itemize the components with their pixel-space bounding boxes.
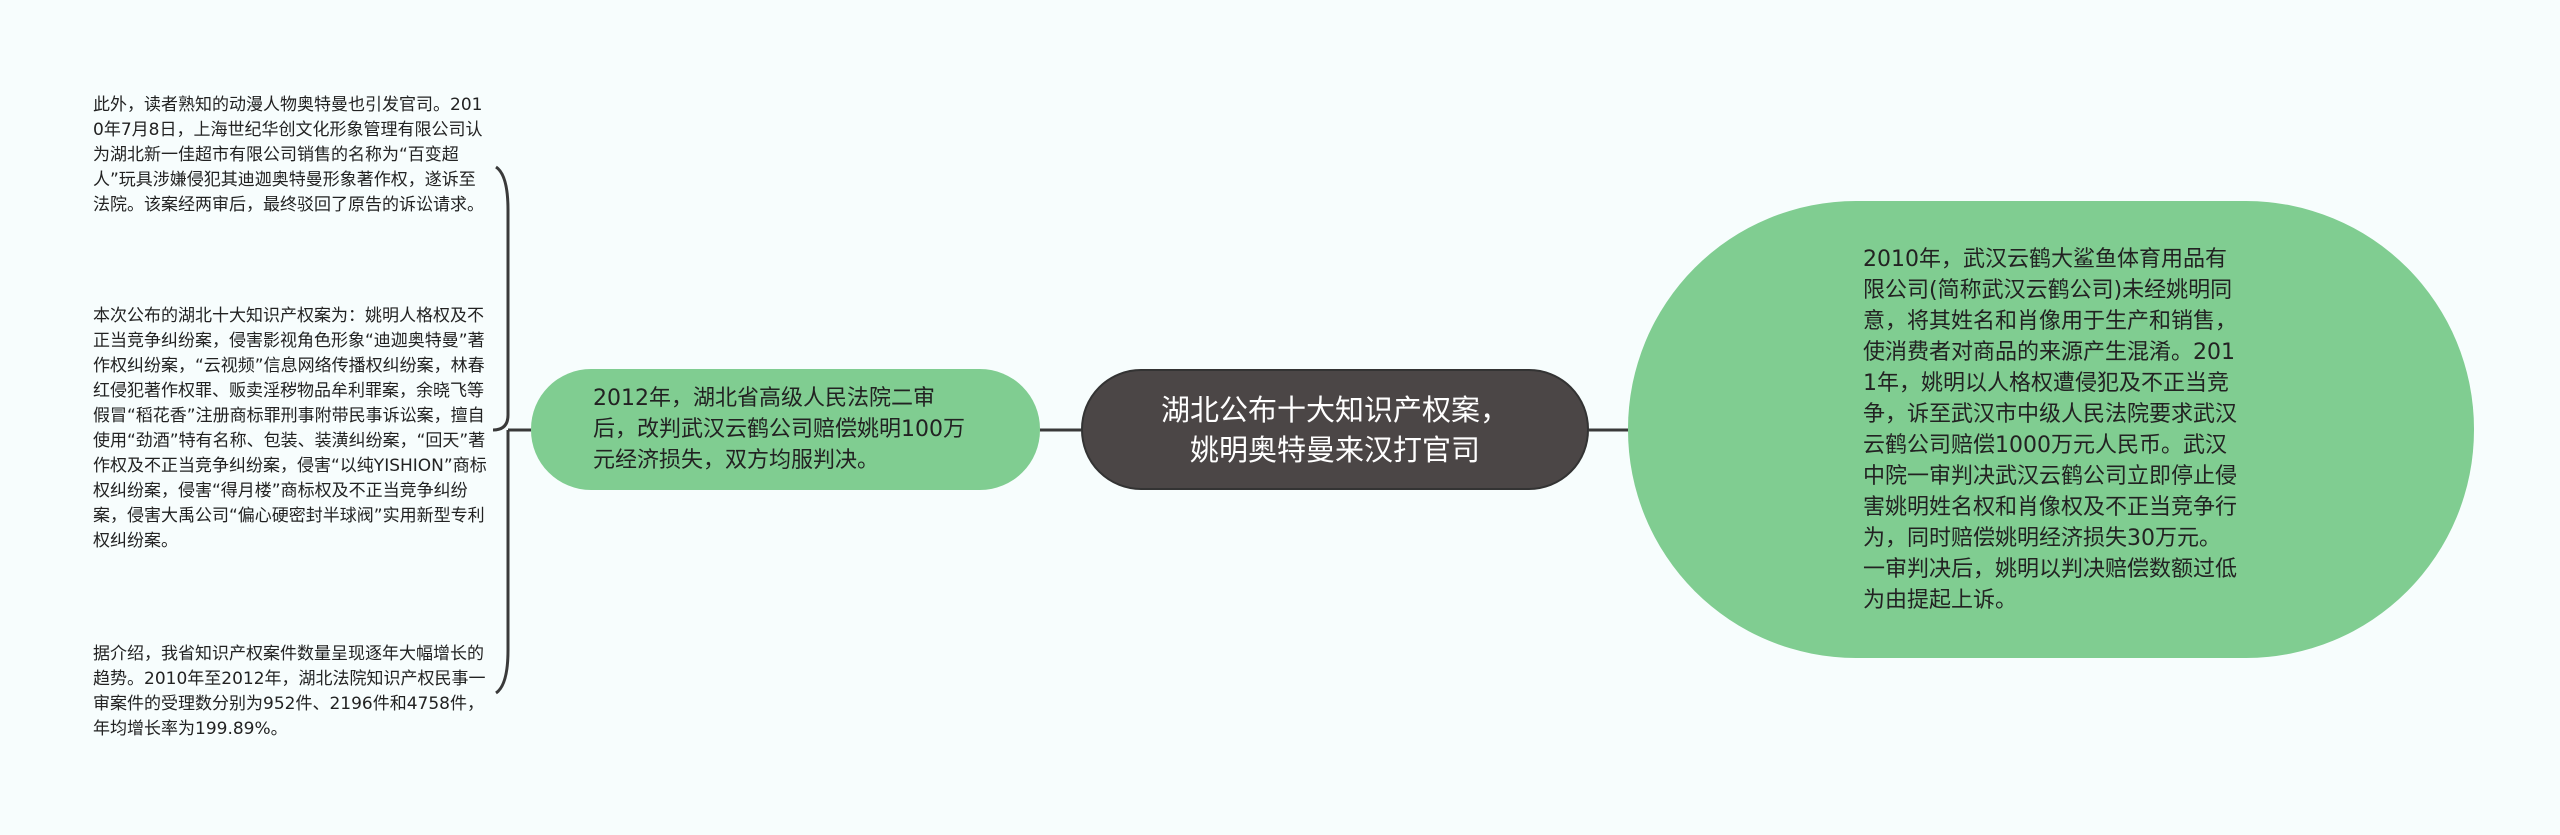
branch-node-text: 2010年，武汉云鹤大鲨鱼体育用品有限公司(简称武汉云鹤公司)未经姚明同意，将其… — [1863, 246, 2238, 613]
root-node-title: 湖北公布十大知识产权案，姚明奥特曼来汉打官司 — [1160, 392, 1509, 467]
root-node[interactable]: 湖北公布十大知识产权案，姚明奥特曼来汉打官司 — [1081, 369, 1589, 490]
branch-node-text: 2012年，湖北省高级人民法院二审后，改判武汉云鹤公司赔偿姚明100万元经济损失… — [593, 386, 965, 473]
branch-node-second-trial[interactable]: 2012年，湖北省高级人民法院二审后，改判武汉云鹤公司赔偿姚明100万元经济损失… — [531, 369, 1040, 490]
leaf-node-ultraman-case[interactable]: 此外，读者熟知的动漫人物奥特曼也引发官司。2010年7月8日，上海世纪华创文化形… — [93, 95, 484, 215]
leaf-node-case-statistics[interactable]: 据介绍，我省知识产权案件数量呈现逐年大幅增长的趋势。2010年至2012年，湖北… — [93, 644, 486, 739]
branch-node-first-trial[interactable]: 2010年，武汉云鹤大鲨鱼体育用品有限公司(简称武汉云鹤公司)未经姚明同意，将其… — [1628, 201, 2474, 658]
leaf-node-ten-cases-list[interactable]: 本次公布的湖北十大知识产权案为：姚明人格权及不正当竞争纠纷案，侵害影视角色形象“… — [93, 306, 487, 551]
